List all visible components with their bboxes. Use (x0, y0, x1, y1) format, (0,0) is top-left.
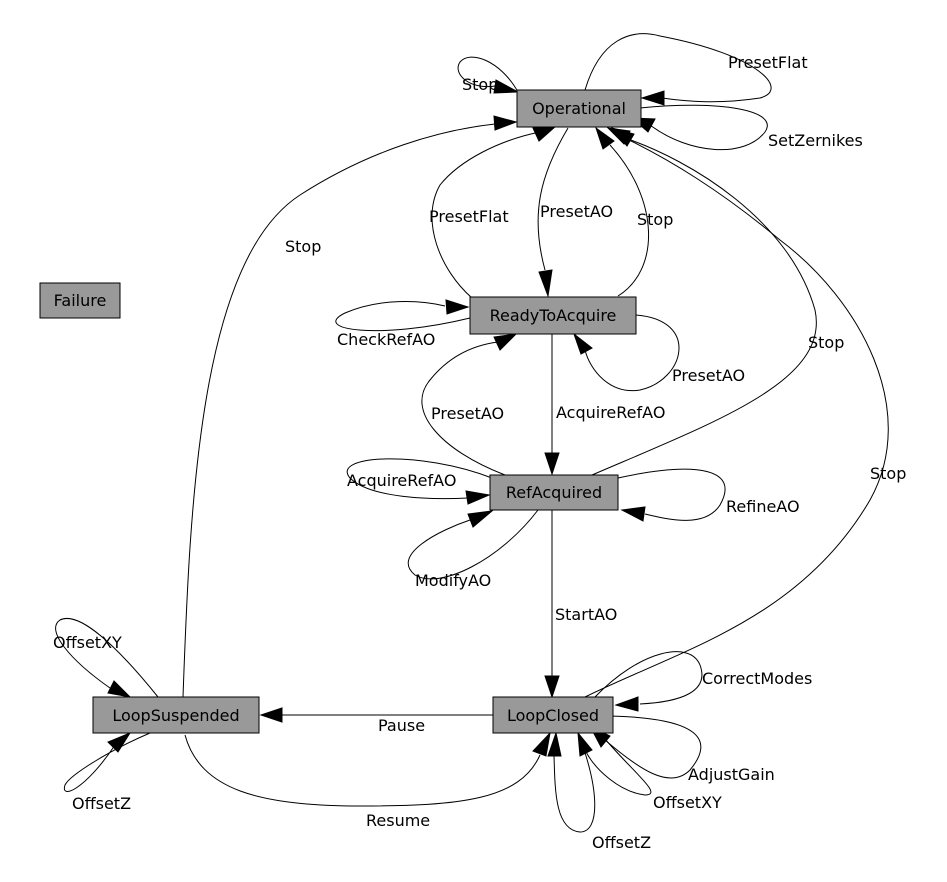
edge-label-refacq-to-operational-stop: Stop (808, 333, 844, 352)
edge-label-refacq-modifyao: ModifyAO (415, 571, 491, 590)
state-loop-suspended-label: LoopSuspended (112, 706, 239, 725)
edge-loopclosed-offsetz-self (547, 731, 596, 833)
state-operational-label: Operational (532, 99, 626, 118)
edge-label-refacq-to-loopclosed-startao: StartAO (555, 605, 617, 624)
state-loop-suspended: LoopSuspended (92, 696, 260, 734)
state-ready-to-acquire-label: ReadyToAcquire (490, 306, 617, 325)
edge-label-ready-checkrefao: CheckRefAO (337, 330, 435, 349)
state-loop-closed-label: LoopClosed (507, 706, 599, 725)
state-failure: Failure (39, 282, 121, 319)
edge-ready-checkrefao-self (335, 299, 471, 332)
edge-operational-presetflat-self (584, 33, 772, 106)
state-operational: Operational (516, 89, 642, 128)
edge-label-ready-to-operational-presetflat: PresetFlat (429, 207, 509, 226)
edge-loopclosed-to-suspended-pause (259, 707, 493, 723)
state-failure-label: Failure (54, 291, 107, 310)
state-ready-to-acquire: ReadyToAcquire (469, 296, 637, 335)
edge-label-suspended-offsetz: OffsetZ (72, 794, 131, 813)
edge-loopclosed-offsetxy-self (577, 731, 652, 796)
edge-label-operational-to-ready-presetao: PresetAO (540, 202, 613, 221)
edge-loopclosed-correctmodes-self (594, 651, 703, 712)
edge-ready-to-refacq-acquirerefao (544, 334, 560, 476)
edge-label-refacq-refineao: RefineAO (726, 497, 800, 516)
edge-refacq-to-loopclosed-startao (544, 510, 560, 699)
edge-ready-to-operational-stop (595, 126, 649, 297)
edge-label-ready-presetao: PresetAO (672, 366, 745, 385)
edge-refacq-acquirerefao-self (346, 458, 493, 505)
edge-loopclosed-to-operational-stop (584, 127, 889, 698)
state-ref-acquired-label: RefAcquired (506, 483, 602, 502)
state-loop-closed: LoopClosed (492, 696, 614, 734)
edge-label-suspended-to-loopclosed-resume: Resume (366, 811, 430, 830)
edge-label-ready-to-operational-stop: Stop (637, 210, 673, 229)
edge-refacq-refineao-self (617, 468, 726, 522)
edge-refacq-modifyao-self (407, 509, 539, 580)
edge-operational-to-ready-presetao (537, 127, 569, 298)
edge-label-loopclosed-to-operational-stop: Stop (870, 464, 906, 483)
edge-label-loopclosed-offsetz: OffsetZ (592, 833, 651, 852)
edge-suspended-offsetz-self (63, 731, 151, 792)
edge-label-loopclosed-correctmodes: CorrectModes (702, 669, 812, 688)
edge-label-operational-presetflat: PresetFlat (728, 53, 808, 72)
edge-label-refacq-acquirerefao: AcquireRefAO (347, 471, 456, 490)
edge-operational-setzernikes-self (630, 104, 768, 151)
state-ref-acquired: RefAcquired (489, 474, 619, 511)
edge-label-operational-setzernikes: SetZernikes (768, 131, 863, 150)
edge-suspended-offsetxy-self (55, 618, 159, 698)
edge-label-loopclosed-offsetxy: OffsetXY (653, 793, 722, 812)
edge-label-suspended-to-operational-stop: Stop (285, 237, 321, 256)
edge-label-loopclosed-to-suspended-pause: Pause (378, 716, 425, 735)
edge-label-refacq-to-ready-presetao: PresetAO (431, 404, 504, 423)
edge-label-operational-stop: Stop (462, 75, 498, 94)
edge-label-ready-to-refacq-acquirerefao: AcquireRefAO (556, 403, 665, 422)
edge-suspended-to-operational-stop (182, 115, 518, 698)
edge-operational-stop-self (457, 56, 520, 94)
edge-label-loopclosed-adjustgain: AdjustGain (688, 765, 775, 784)
edge-refacq-to-ready-presetao (421, 333, 518, 476)
edge-label-suspended-offsetxy: OffsetXY (53, 633, 122, 652)
edge-ready-presetao-self (572, 314, 680, 392)
edge-suspended-to-loopclosed-resume (184, 731, 551, 807)
